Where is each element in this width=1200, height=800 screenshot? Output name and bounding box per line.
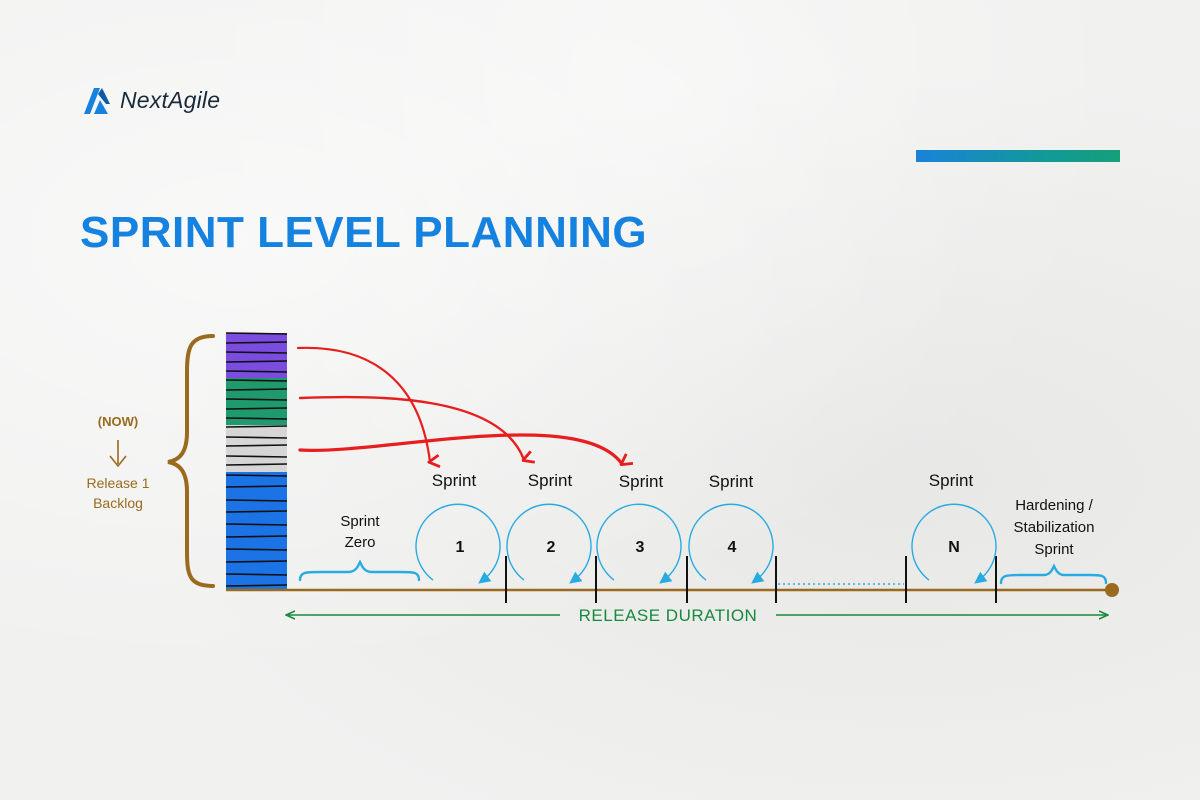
sprint-loop-2 <box>506 503 592 584</box>
page-title: SPRINT LEVEL PLANNING <box>80 208 648 257</box>
sprint-zero-line2: Zero <box>345 534 376 551</box>
sprint-label-4: Sprint <box>709 472 754 491</box>
sprint-label-2: Sprint <box>528 471 573 490</box>
backlog-block-blue <box>226 472 287 590</box>
brand-logo: NextAgile <box>80 84 220 116</box>
hardening-brace <box>999 563 1108 585</box>
sprint-zero-brace <box>298 559 421 582</box>
hardening-line3: Sprint <box>1034 541 1074 558</box>
nextagile-logo-icon <box>84 88 110 114</box>
sprint-number-1: 1 <box>456 539 465 556</box>
planning-arrow-3 <box>298 433 622 464</box>
backlog-item-lines <box>225 332 288 587</box>
backlog-label-line1: Release 1 <box>86 475 149 491</box>
sprint-loop-1 <box>415 503 501 584</box>
planning-arrow-1 <box>296 346 430 462</box>
sprint-number-n: N <box>948 539 960 556</box>
sprint-number-3: 3 <box>636 539 645 556</box>
backlog-brace <box>167 334 215 588</box>
sprint-zero-line1: Sprint <box>340 513 380 530</box>
sprint-label-n: Sprint <box>929 471 974 490</box>
now-label: (NOW) <box>98 414 138 429</box>
accent-bar <box>916 150 1120 162</box>
hardening-line2: Stabilization <box>1014 519 1095 536</box>
sprint-label-3: Sprint <box>619 472 664 491</box>
sprint-loop-3 <box>596 503 682 584</box>
hardening-line1: Hardening / <box>1015 497 1093 514</box>
sprint-number-4: 4 <box>728 539 737 556</box>
sprint-loop-4 <box>688 503 774 584</box>
down-arrow-icon <box>109 440 127 468</box>
timeline-end-dot <box>1105 583 1119 597</box>
sprint-number-2: 2 <box>547 539 556 556</box>
backlog-block-green <box>226 378 287 425</box>
backlog-stack <box>225 332 288 590</box>
planning-arrow-2 <box>298 395 524 460</box>
brand-name: NextAgile <box>120 86 221 113</box>
sprint-dividers <box>505 556 997 603</box>
backlog-label-line2: Backlog <box>93 495 143 511</box>
sprint-loop-n <box>911 503 997 584</box>
sprint-label-1: Sprint <box>432 471 477 490</box>
release-duration-label: RELEASE DURATION <box>579 606 758 625</box>
